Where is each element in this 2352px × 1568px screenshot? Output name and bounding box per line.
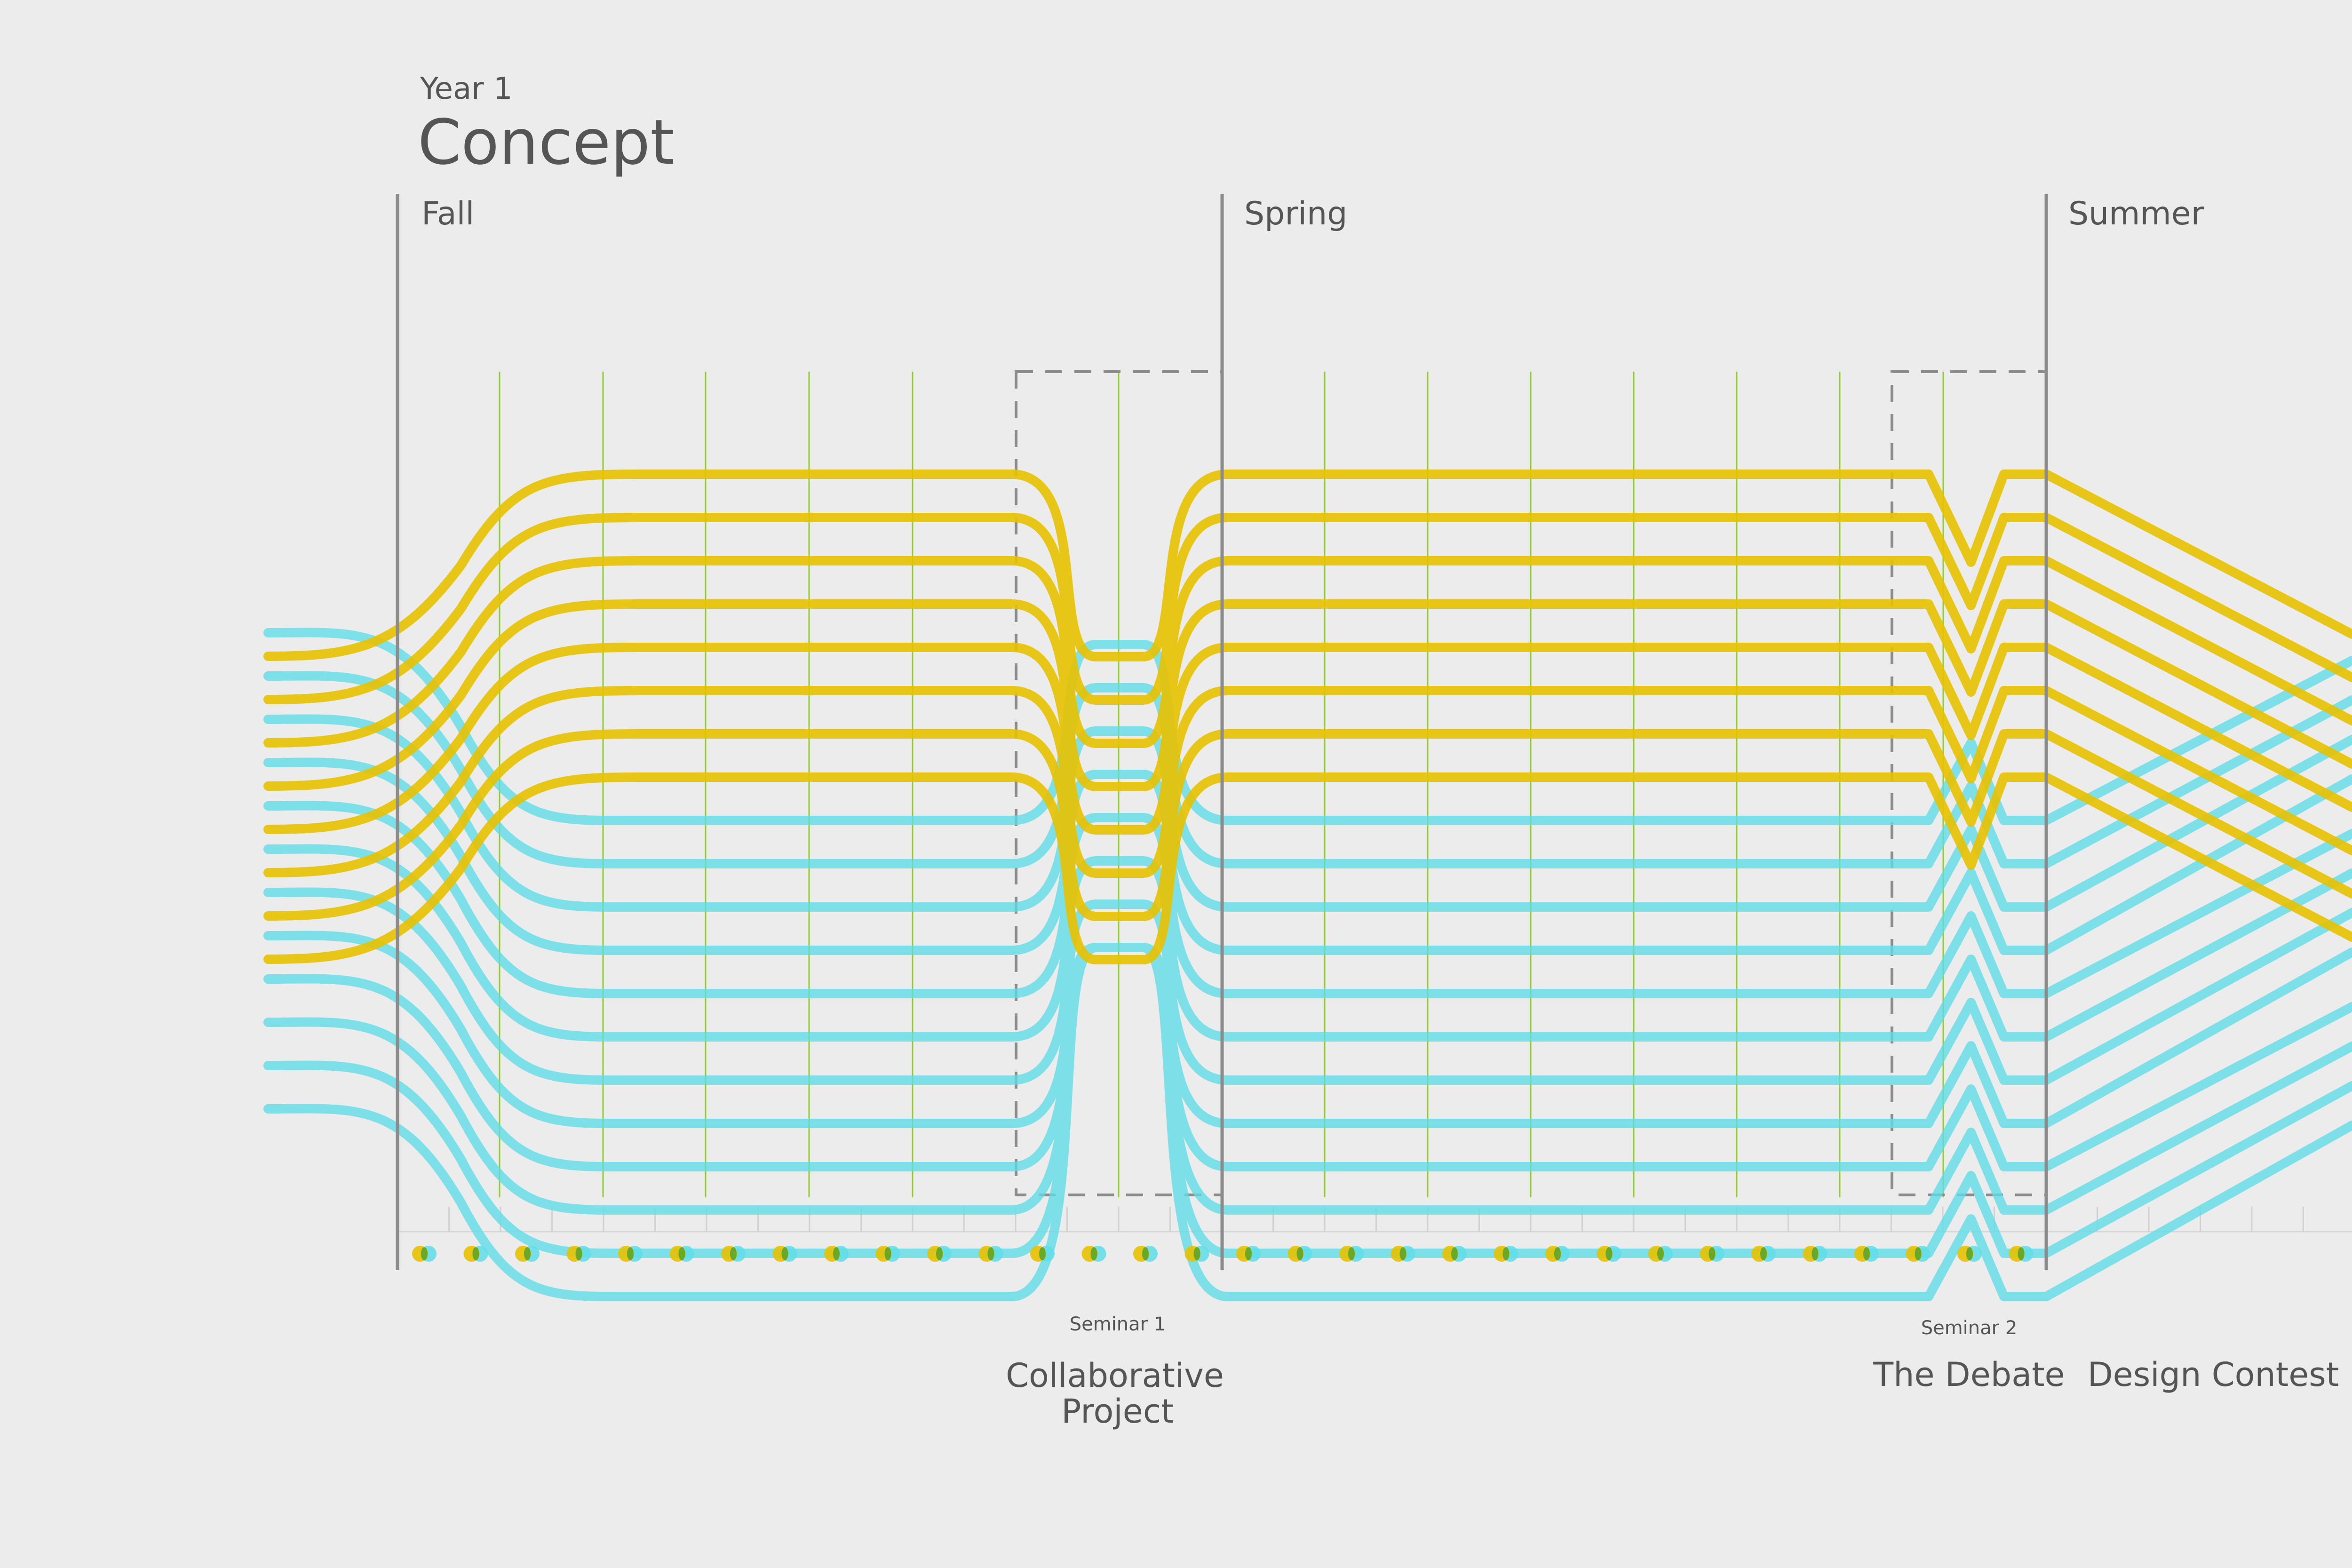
seminar-2-caption: Seminar 2 <box>1921 1317 2018 1339</box>
cyan-track-summer <box>2042 656 2352 825</box>
yellow-track <box>263 729 2051 921</box>
week-dot-overlap <box>421 1247 428 1260</box>
week-dot-overlap <box>1451 1247 1458 1260</box>
week-dot-overlap <box>678 1247 685 1260</box>
cyan-track-summer <box>2042 908 2352 1085</box>
cyan-track <box>263 943 2051 1302</box>
yellow-track <box>263 599 2051 791</box>
week-dot-overlap <box>1554 1247 1561 1260</box>
week-dot-overlap <box>1142 1247 1149 1260</box>
cyan-track-summer <box>2042 1002 2352 1171</box>
yellow-track <box>263 772 2051 964</box>
week-dot-overlap <box>987 1247 994 1260</box>
week-dot-overlap <box>884 1247 891 1260</box>
cyan-track-summer <box>2042 1042 2352 1215</box>
week-dot-overlap <box>1812 1247 1819 1260</box>
week-dot-overlap <box>1296 1247 1303 1260</box>
week-dot-overlap <box>1399 1247 1406 1260</box>
cyan-track-summer <box>2042 947 2352 1128</box>
year-label: Year 1 <box>420 72 513 106</box>
cyan-track-summer <box>2042 774 2352 955</box>
cyan-track <box>263 844 2051 1042</box>
week-dot-overlap <box>781 1247 788 1260</box>
yellow-track <box>263 686 2051 878</box>
week-dot-overlap <box>1863 1247 1870 1260</box>
cyan-track-summer <box>2042 829 2352 998</box>
week-dot-overlap <box>2018 1247 2025 1260</box>
yellow-track <box>263 513 2051 705</box>
cyan-track-summer <box>2042 868 2352 1042</box>
cyan-track-summer <box>2042 1081 2352 1258</box>
cyan-track-summer <box>2042 695 2352 868</box>
page-title: Concept <box>418 106 675 179</box>
yellow-track-summer <box>2042 686 2352 855</box>
week-dot-overlap <box>1966 1247 1973 1260</box>
week-dot-overlap <box>936 1247 943 1260</box>
yellow-track-summer <box>2042 470 2352 639</box>
season-label-summer: Summer <box>2068 195 2204 232</box>
yellow-track-summer <box>2042 772 2352 942</box>
week-dot-overlap <box>1657 1247 1664 1260</box>
collaborative-project-title-line2: Project <box>1061 1392 1174 1431</box>
week-dot-overlap <box>730 1247 737 1260</box>
the-debate-title: The Debate <box>1873 1355 2065 1394</box>
week-dot-overlap <box>472 1247 479 1260</box>
cyan-track-summer <box>2042 735 2352 912</box>
season-dividers <box>396 194 2048 1270</box>
cyan-track-summer <box>2042 1121 2352 1301</box>
seminar-1-caption: Seminar 1 <box>1070 1313 1166 1335</box>
week-dot-overlap <box>833 1247 840 1260</box>
yellow-track <box>263 470 2051 661</box>
week-dot-row <box>412 1246 2034 1262</box>
yellow-track-summer <box>2042 556 2352 725</box>
yellow-track <box>263 556 2051 748</box>
season-label-spring: Spring <box>1244 195 1347 232</box>
design-contest-title: Design Contest <box>2088 1355 2339 1394</box>
week-dot-overlap <box>1245 1247 1252 1260</box>
cyan-track <box>263 887 2051 1085</box>
week-dot-overlap <box>1039 1247 1046 1260</box>
collaborative-project-title-line1: Collaborative <box>1006 1356 1224 1395</box>
yellow-track-summer <box>2042 643 2352 812</box>
week-dot-overlap <box>575 1247 582 1260</box>
yellow-track-summer <box>2042 513 2352 682</box>
week-dot-overlap <box>1915 1247 1922 1260</box>
week-dot-overlap <box>1348 1247 1355 1260</box>
week-dot-overlap <box>524 1247 531 1260</box>
week-dot-overlap <box>1090 1247 1097 1260</box>
week-dot-overlap <box>1760 1247 1767 1260</box>
yellow-student-tracks <box>263 470 2352 964</box>
season-label-fall: Fall <box>421 195 474 232</box>
yellow-track-summer <box>2042 729 2352 899</box>
week-dot-overlap <box>1193 1247 1200 1260</box>
week-dot-overlap <box>1708 1247 1716 1260</box>
week-dot-overlap <box>627 1247 634 1260</box>
yellow-track <box>263 643 2051 835</box>
week-dot-overlap <box>1502 1247 1510 1260</box>
yellow-track-summer <box>2042 599 2352 769</box>
week-dot-overlap <box>1605 1247 1613 1260</box>
